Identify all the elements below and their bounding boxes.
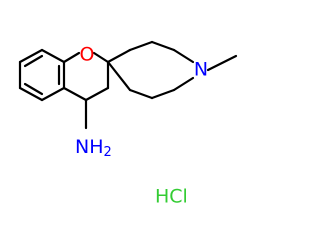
benzene-ring: [18, 48, 66, 102]
bond: [172, 48, 195, 64]
bond: [172, 76, 195, 92]
bond: [84, 86, 110, 102]
bond: [40, 48, 66, 64]
bond: [128, 88, 154, 100]
amine-label: NH: [75, 136, 104, 158]
bond: [106, 48, 132, 64]
double-bond-inner: [23, 54, 44, 68]
piperidine-ring: [106, 40, 195, 100]
bond: [18, 86, 44, 102]
bond: [62, 86, 88, 102]
bond: [92, 51, 110, 64]
bond: [150, 40, 176, 52]
molecule-drawing: O N NH2 HCl: [18, 40, 238, 208]
pyran-ring: [62, 51, 110, 102]
double-bond-inner: [23, 82, 44, 96]
bond: [62, 51, 81, 64]
nitrogen-atom-label: N: [194, 59, 208, 81]
amine-group-label: NH2: [75, 136, 112, 160]
bond: [106, 60, 132, 92]
oxygen-atom-label: O: [80, 44, 95, 66]
bond-n-methyl: [206, 54, 238, 72]
bond: [150, 88, 176, 100]
bond: [18, 48, 44, 64]
bond: [40, 86, 66, 102]
salt-label: HCl: [155, 186, 188, 208]
structure-canvas: O N NH2 HCl: [18, 40, 238, 208]
bond: [128, 40, 154, 52]
amine-subscript: 2: [104, 145, 112, 160]
